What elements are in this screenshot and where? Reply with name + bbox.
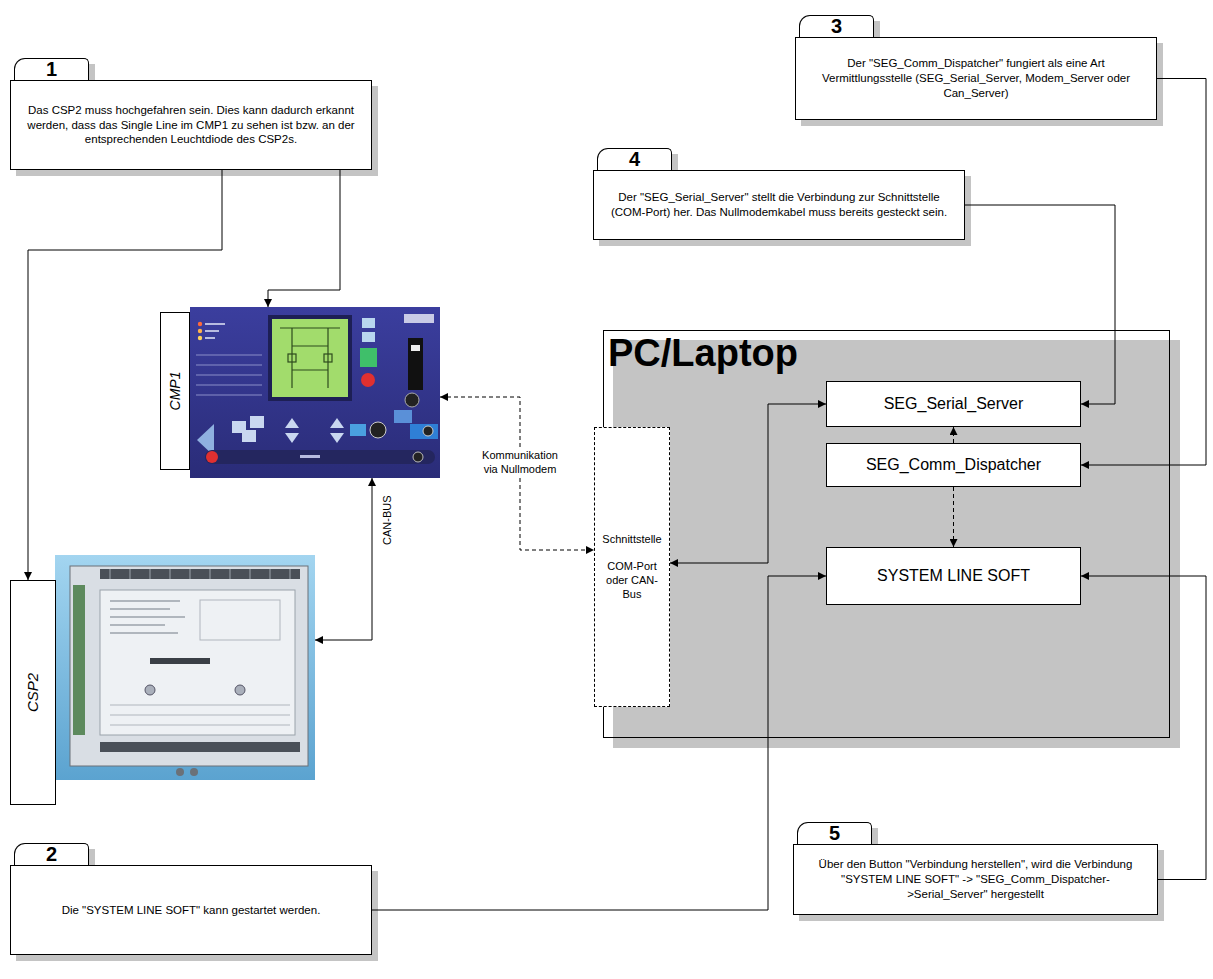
- device-panel: CSP2: [10, 580, 315, 805]
- device-label-box: CMP1: [160, 312, 190, 470]
- callout-text: Die "SYSTEM LINE SOFT" kann gestartet we…: [62, 903, 321, 918]
- callout-tab: 1: [14, 58, 89, 80]
- software-name: SEG_Comm_Dispatcher: [866, 456, 1041, 474]
- pc-title: PC/Laptop: [608, 333, 798, 375]
- software-box: SYSTEM LINE SOFT: [826, 547, 1081, 605]
- device-name: CMP1: [167, 372, 183, 411]
- callout-box: 5Über den Button "Verbindung herstellen"…: [793, 822, 1158, 915]
- software-box: SEG_Comm_Dispatcher: [826, 443, 1081, 487]
- callout-tab: 4: [597, 148, 672, 170]
- drop-shadow: [613, 340, 1180, 748]
- callout-tab: 2: [14, 843, 89, 865]
- software-name: SEG_Serial_Server: [884, 395, 1024, 413]
- connector-label: CAN-BUS: [379, 493, 395, 547]
- connector: [268, 170, 340, 307]
- callout-body: Das CSP2 muss hochgefahren sein. Dies ka…: [10, 80, 372, 170]
- callout-text: Der "SEG_Serial_Server" stellt die Verbi…: [604, 190, 954, 219]
- connector-label: Kommunikation via Nullmodem: [477, 447, 563, 478]
- callout-body: Die "SYSTEM LINE SOFT" kann gestartet we…: [10, 865, 372, 955]
- connector: [1081, 576, 1206, 880]
- csp2-photo: [55, 555, 315, 780]
- connector: [953, 487, 954, 547]
- callout-body: Der "SEG_Comm_Dispatcher" fungiert als e…: [795, 37, 1157, 120]
- connector: [315, 478, 372, 640]
- interface-text: Schnittstelle: [602, 532, 661, 546]
- callout-box: 4Der "SEG_Serial_Server" stellt die Verb…: [593, 148, 965, 240]
- callout-box: 2Die "SYSTEM LINE SOFT" kann gestartet w…: [10, 843, 372, 955]
- pc-frame: PC/LaptopSchnittstelleCOM-Port oder CAN-…: [603, 330, 1170, 738]
- callout-box: 1Das CSP2 muss hochgefahren sein. Dies k…: [10, 58, 372, 170]
- connector: [28, 170, 222, 580]
- software-box: SEG_Serial_Server: [826, 381, 1081, 427]
- callout-number: 5: [829, 822, 840, 845]
- callout-tab: 3: [799, 15, 874, 37]
- callout-box: 3Der "SEG_Comm_Dispatcher" fungiert als …: [795, 15, 1157, 120]
- callout-tab: 5: [797, 822, 872, 844]
- device-name: CSP2: [25, 673, 42, 712]
- cmp1-panel: [190, 307, 440, 478]
- callout-text: Über den Button "Verbindung herstellen",…: [804, 857, 1147, 901]
- callout-number: 1: [46, 58, 57, 81]
- connector: [953, 427, 954, 443]
- callout-number: 2: [46, 843, 57, 866]
- device-label-box: CSP2: [10, 580, 56, 805]
- connector: [1081, 79, 1206, 466]
- callout-body: Über den Button "Verbindung herstellen",…: [793, 844, 1158, 915]
- connector: [965, 205, 1115, 404]
- connector: [670, 404, 826, 563]
- callout-text: Das CSP2 muss hochgefahren sein. Dies ka…: [21, 103, 361, 147]
- callout-number: 3: [831, 15, 842, 38]
- callout-number: 4: [629, 148, 640, 171]
- interface-text: COM-Port oder CAN-Bus: [597, 559, 667, 602]
- interface-box: SchnittstelleCOM-Port oder CAN-Bus: [594, 427, 670, 707]
- software-name: SYSTEM LINE SOFT: [877, 567, 1030, 585]
- device-panel: CMP1: [160, 307, 440, 478]
- connector: [440, 397, 594, 550]
- callout-body: Der "SEG_Serial_Server" stellt die Verbi…: [593, 170, 965, 240]
- callout-text: Der "SEG_Comm_Dispatcher" fungiert als e…: [806, 56, 1146, 100]
